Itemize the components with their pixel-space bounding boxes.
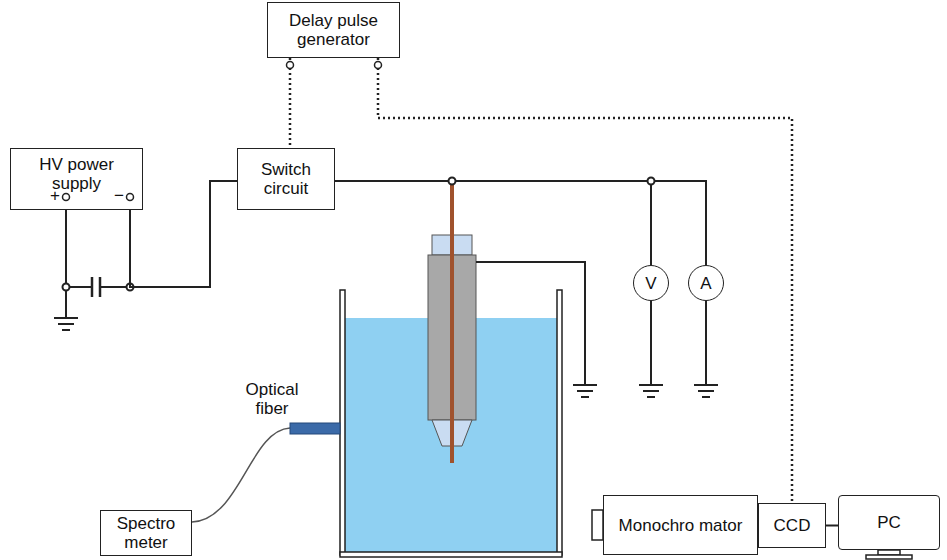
capacitor-symbol [91,277,94,297]
node-text: PC [877,513,901,532]
terminal [287,62,294,69]
node-text: Switch circuit [241,160,331,198]
pc-monitor: PC [838,495,940,550]
trigger-line [378,58,792,503]
monitor-stand [866,555,912,559]
wire [335,181,651,265]
ground-wire [476,262,585,385]
tank-wall [340,290,345,555]
wire [66,200,92,287]
monochromator-box: Monochro mator [603,495,758,555]
fiber-cable [192,428,290,522]
spectrometer-box: Spectro meter [100,510,192,556]
junction-dot [63,284,70,291]
node-text: Delay pulse generator [271,11,396,49]
tank-bottom [340,552,562,557]
terminal-sign: − [112,186,126,205]
generator-box: Delay pulse generator [267,2,400,58]
terminal [63,194,70,201]
terminal-sign: + [48,186,62,205]
switch-box: Switch circuit [237,148,335,210]
ground-wire [705,301,707,385]
terminal [127,194,134,201]
tank-wall [557,290,562,555]
node-text: V [645,274,656,293]
terminal [375,62,382,69]
wire [130,181,237,287]
wire [826,525,838,527]
node-text: A [700,274,711,293]
ground-symbol [694,385,718,397]
meter-circle: V [633,265,669,301]
capacitor-symbol [99,277,102,297]
ground-wire [650,301,652,385]
node-text: Spectro meter [104,514,188,552]
wire [335,181,706,265]
part-label: Optical fiber [232,380,312,418]
ground-symbol [54,318,78,330]
ground-wire [65,287,67,318]
meter-circle: A [688,265,724,301]
fiber-head [290,423,340,434]
junction-dot [648,178,655,185]
ground-symbol [639,385,663,397]
ccd-box: CCD [758,503,826,548]
entrance-slit [592,510,603,540]
ground-symbol [573,385,597,397]
node-text: Monochro mator [619,516,743,535]
trigger-line [289,58,292,148]
node-text: CCD [774,516,811,535]
electrode-rod [450,181,454,463]
junction-dot [449,178,456,185]
